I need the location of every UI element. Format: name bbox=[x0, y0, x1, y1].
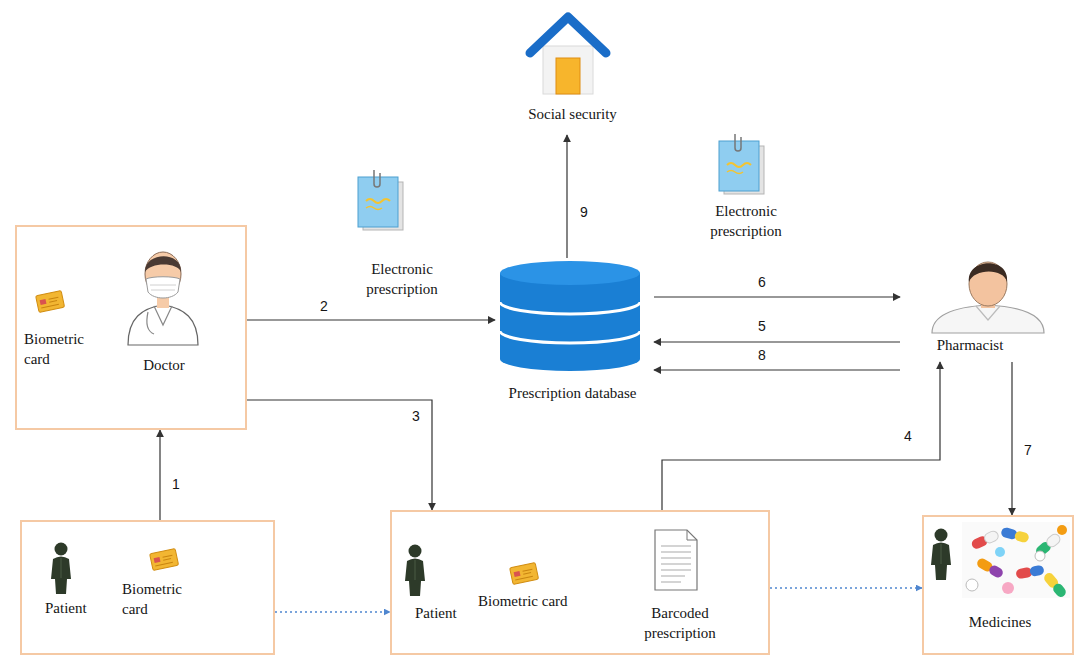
biometric-card-icon bbox=[150, 548, 179, 570]
medicines-icon bbox=[962, 522, 1070, 599]
patient-prescription-box: PatientBiometric cardBarcoded prescripti… bbox=[390, 510, 770, 655]
node-text: Biometric card bbox=[478, 592, 623, 612]
step-number: 5 bbox=[756, 318, 768, 335]
step-number: 3 bbox=[410, 408, 422, 425]
social-security-node: Social security bbox=[505, 5, 644, 135]
doctor-box: Biometric cardDoctor bbox=[15, 225, 247, 430]
patient-box: Patient Biometric card bbox=[20, 520, 275, 655]
patient-figure bbox=[405, 545, 425, 597]
step-number: 1 bbox=[170, 476, 182, 493]
medicines-box: Medicines bbox=[922, 515, 1074, 655]
flow-arrow bbox=[654, 369, 900, 370]
node-text: Barcoded prescription bbox=[630, 604, 730, 643]
step-number: 4 bbox=[902, 428, 914, 445]
step-number: 2 bbox=[318, 298, 330, 315]
database-node: Prescription database bbox=[495, 258, 654, 408]
node-text: Biometric card bbox=[24, 330, 98, 369]
patient-figure bbox=[51, 543, 71, 595]
step-number: 9 bbox=[578, 204, 590, 221]
flow-arrow bbox=[654, 296, 900, 297]
node-text: Prescription database bbox=[495, 384, 650, 404]
database-icon bbox=[500, 261, 640, 371]
doctor-figure bbox=[128, 252, 198, 345]
flow-arrow bbox=[662, 362, 940, 510]
node-text: Doctor bbox=[129, 356, 199, 376]
node-text: Patient bbox=[45, 599, 105, 619]
patient-figure bbox=[931, 529, 951, 581]
flow-arrow bbox=[1011, 362, 1012, 515]
dotted-arrow bbox=[275, 611, 390, 612]
node-text: Pharmacist bbox=[920, 336, 1020, 356]
barcoded-document-icon bbox=[655, 530, 697, 590]
biometric-card-icon bbox=[36, 290, 65, 312]
prescription-icon bbox=[719, 134, 764, 194]
node-text: Social security bbox=[505, 105, 640, 125]
node-text: Patient bbox=[415, 604, 475, 624]
step-number: 7 bbox=[1022, 442, 1034, 459]
flow-arrow bbox=[159, 430, 160, 520]
pharmacist-node: Pharmacist bbox=[900, 262, 1060, 362]
node-text: Medicines bbox=[950, 613, 1050, 633]
document-label: Electronic prescription bbox=[694, 202, 798, 241]
flow-arrow bbox=[566, 135, 567, 258]
prescription-icon bbox=[358, 170, 403, 230]
step-number: 6 bbox=[756, 274, 768, 291]
dotted-arrow bbox=[770, 587, 922, 588]
flow-arrow bbox=[247, 400, 432, 510]
house-icon bbox=[530, 17, 606, 94]
pharmacist-figure bbox=[932, 262, 1044, 333]
step-number: 8 bbox=[756, 347, 768, 364]
biometric-card-icon bbox=[510, 562, 539, 584]
document-label: Electronic prescription bbox=[352, 260, 452, 299]
flow-arrow bbox=[247, 319, 495, 320]
flow-arrow bbox=[654, 341, 900, 342]
node-text: Biometric card bbox=[122, 580, 196, 619]
